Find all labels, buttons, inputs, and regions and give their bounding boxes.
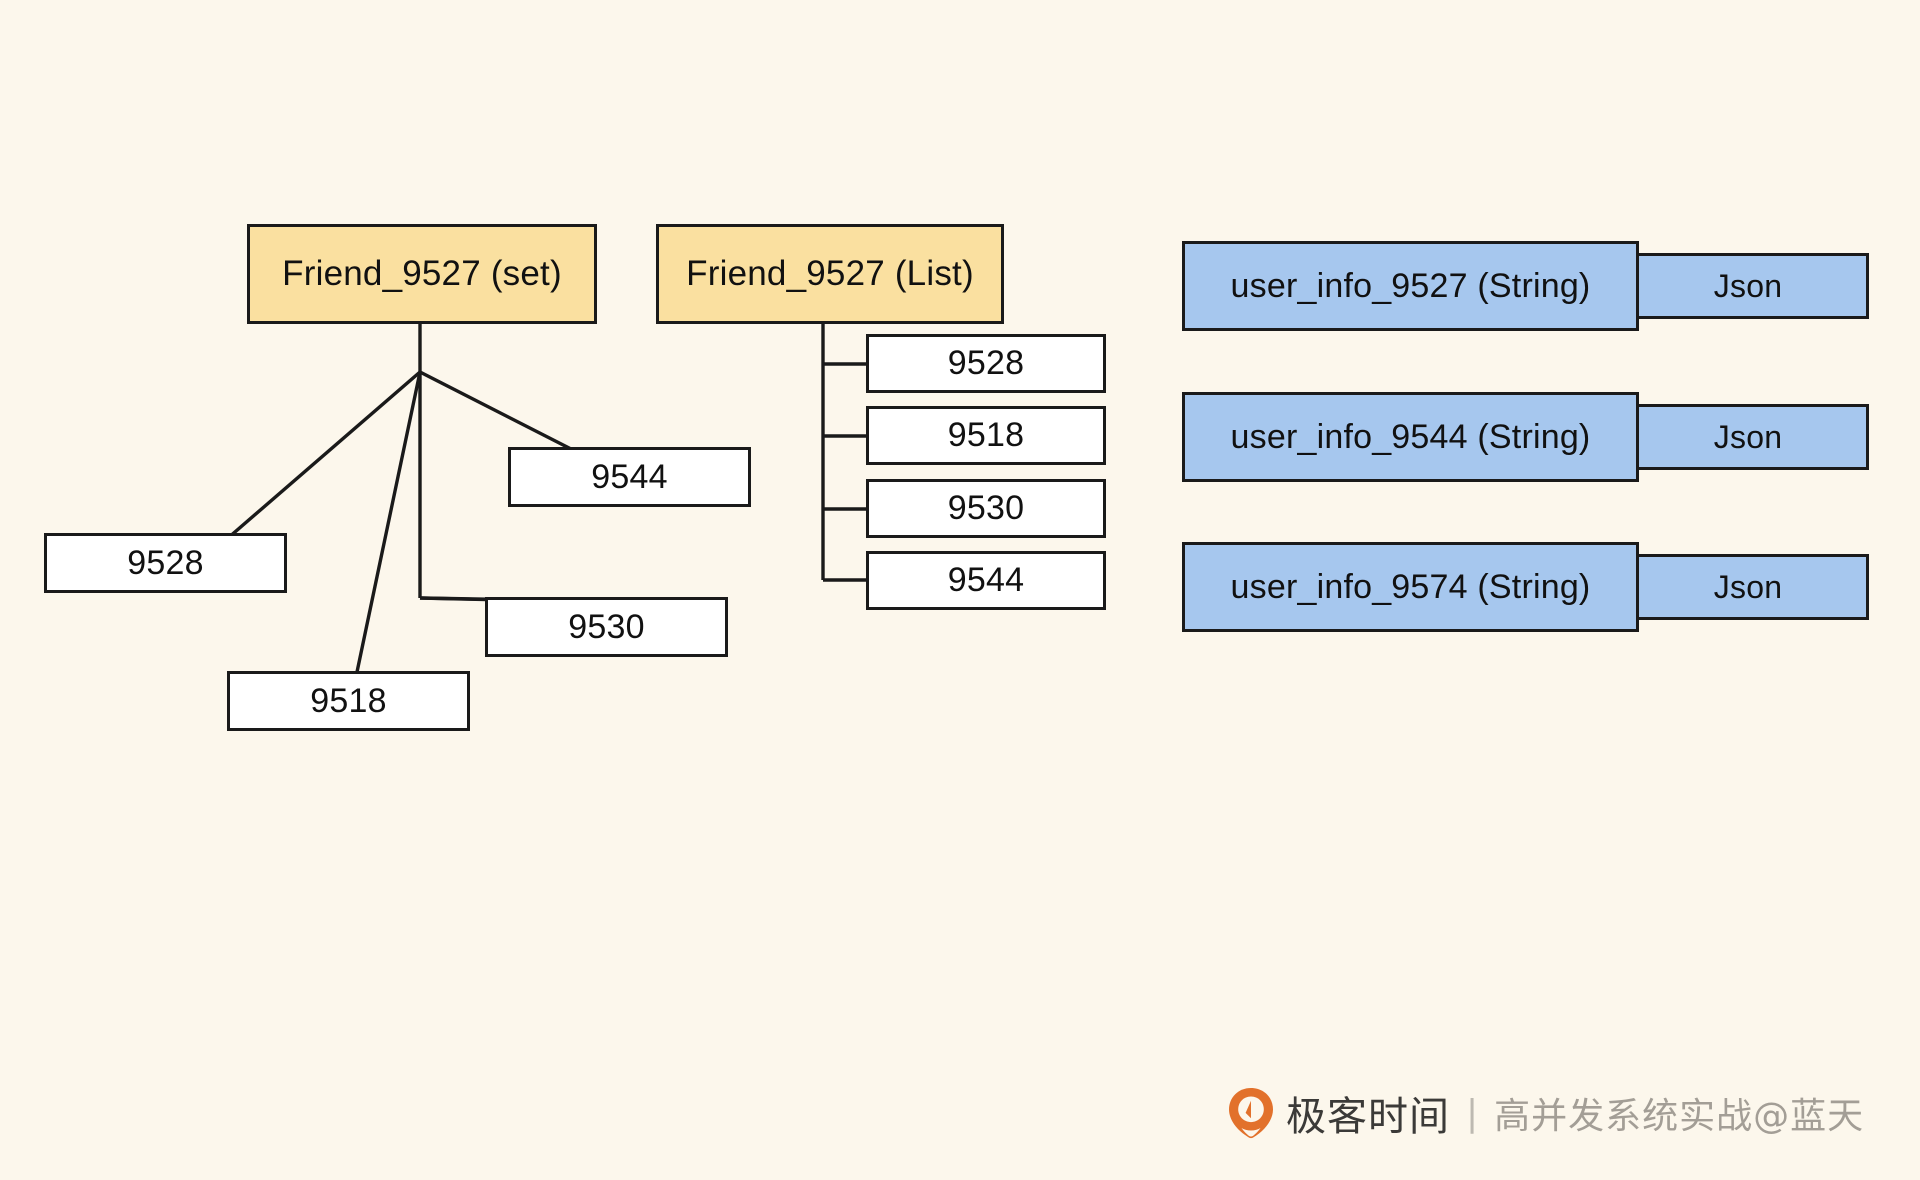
- string-key-box-9544[interactable]: user_info_9544 (String): [1182, 392, 1639, 482]
- geekbang-pin-logo-icon: [1229, 1088, 1273, 1139]
- set-member-9518[interactable]: 9518: [227, 671, 470, 731]
- set-edge-9544: [419, 370, 574, 452]
- set-member-9528[interactable]: 9528: [44, 533, 287, 593]
- list-member-9530[interactable]: 9530: [866, 479, 1106, 538]
- watermark-separator: |: [1466, 1092, 1479, 1134]
- list-key-box[interactable]: Friend_9527 (List): [656, 224, 1004, 324]
- list-member-9528[interactable]: 9528: [866, 334, 1106, 393]
- watermark-brand: 极客时间: [1286, 1094, 1450, 1140]
- list-member-9518[interactable]: 9518: [866, 406, 1106, 465]
- string-value-box-9574[interactable]: Json: [1627, 554, 1869, 620]
- set-edge-9518: [355, 371, 422, 673]
- watermark-course: 高并发系统实战@蓝天: [1494, 1096, 1865, 1137]
- set-member-9544[interactable]: 9544: [508, 447, 751, 507]
- set-key-box[interactable]: Friend_9527 (set): [247, 224, 597, 324]
- set-member-9530[interactable]: 9530: [485, 597, 728, 657]
- watermark: 极客时间 | 高并发系统实战@蓝天: [1228, 1082, 1864, 1144]
- set-edge-9528: [211, 370, 422, 553]
- list-member-9544[interactable]: 9544: [866, 551, 1106, 610]
- string-key-box-9574[interactable]: user_info_9574 (String): [1182, 542, 1639, 632]
- string-value-box-9527[interactable]: Json: [1627, 253, 1869, 319]
- string-key-box-9527[interactable]: user_info_9527 (String): [1182, 241, 1639, 331]
- string-value-box-9544[interactable]: Json: [1627, 404, 1869, 470]
